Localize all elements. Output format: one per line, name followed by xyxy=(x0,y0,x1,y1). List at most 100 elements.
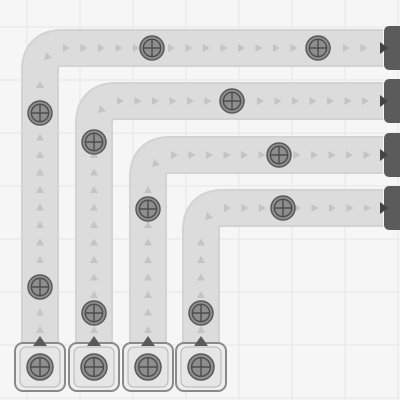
socket-item-icon xyxy=(80,353,108,381)
output-port[interactable] xyxy=(380,186,400,230)
output-port-icon xyxy=(384,186,400,230)
belt-arrow-right-icon xyxy=(171,151,178,159)
output-port-icon xyxy=(384,79,400,123)
input-socket[interactable] xyxy=(122,336,174,392)
belt-arrow-right-icon xyxy=(223,151,231,159)
belt-arrow-corner-icon xyxy=(44,52,52,60)
belt-arrow-up-icon xyxy=(197,256,205,263)
belt-arrow-right-icon xyxy=(346,151,353,159)
belt-arrow-right-icon xyxy=(290,44,298,52)
belt-arrow-up-icon xyxy=(36,186,44,193)
conveyor-belts xyxy=(21,29,383,352)
input-socket[interactable] xyxy=(14,336,66,392)
belt-arrow-right-icon xyxy=(259,204,266,212)
belt-arrow-up-icon xyxy=(90,221,98,228)
belt-arrow-right-icon xyxy=(168,44,175,52)
belt-arrow-right-icon xyxy=(224,204,231,212)
socket-arrow-up-icon xyxy=(87,336,101,346)
belt-arrow-right-icon xyxy=(311,204,319,212)
belt-arrow-right-icon xyxy=(185,44,193,52)
socket-item-icon xyxy=(26,353,54,381)
socket-item-icon xyxy=(187,353,215,381)
belt-4-surface xyxy=(184,191,383,352)
belt-arrow-up-icon xyxy=(36,151,44,158)
belt-arrow-right-icon xyxy=(241,151,248,159)
output-port-icon xyxy=(384,26,400,70)
belt-arrow-right-icon xyxy=(238,44,245,52)
belt-arrow-up-icon xyxy=(36,308,44,316)
belt-arrow-right-icon xyxy=(346,204,354,212)
belt-arrow-right-icon xyxy=(274,97,282,105)
belt-arrow-right-icon xyxy=(360,44,368,52)
belt-arrow-right-icon xyxy=(327,97,334,105)
belt-arrow-corner-icon xyxy=(205,212,213,220)
belt-arrow-right-icon xyxy=(294,204,301,212)
belt-arrow-right-icon xyxy=(273,44,280,52)
belt-arrow-right-icon xyxy=(329,204,336,212)
output-arrow-icon xyxy=(380,149,388,161)
belt-arrow-up-icon xyxy=(36,168,44,176)
socket-arrow-up-icon xyxy=(141,336,155,346)
belt-arrow-up-icon xyxy=(36,133,44,141)
belt-arrow-right-icon xyxy=(206,151,213,159)
belt-arrow-right-icon xyxy=(328,151,336,159)
belt-arrow-up-icon xyxy=(36,203,44,211)
output-port-icon xyxy=(384,133,400,177)
belt-arrow-up-icon xyxy=(144,308,152,316)
belt-item-icon xyxy=(266,142,292,168)
belt-arrow-right-icon xyxy=(187,97,194,105)
belt-4 xyxy=(182,189,383,352)
output-port[interactable] xyxy=(380,26,400,70)
belt-arrow-right-icon xyxy=(203,44,210,52)
belt-item-icon xyxy=(81,129,107,155)
belt-item-icon xyxy=(135,196,161,222)
belt-arrow-right-icon xyxy=(293,151,301,159)
belt-arrow-right-icon xyxy=(188,151,196,159)
belt-arrow-up-icon xyxy=(197,238,205,246)
belt-item-icon xyxy=(188,300,214,326)
input-socket[interactable] xyxy=(68,336,120,392)
belt-arrow-up-icon xyxy=(36,326,44,333)
output-arrow-icon xyxy=(380,42,388,54)
belt-2-surface xyxy=(77,84,383,352)
input-socket[interactable] xyxy=(175,336,227,392)
belt-arrow-up-icon xyxy=(144,256,152,263)
belt-arrow-right-icon xyxy=(344,97,352,105)
belt-arrow-up-icon xyxy=(197,326,205,333)
output-port[interactable] xyxy=(380,79,400,123)
output-arrow-icon xyxy=(380,202,388,214)
belt-arrow-up-icon xyxy=(197,273,205,281)
belt-arrow-up-icon xyxy=(90,238,98,246)
belt-3 xyxy=(129,136,383,352)
belt-arrow-up-icon xyxy=(144,186,152,193)
belt-arrow-up-icon xyxy=(90,326,98,333)
belt-arrow-right-icon xyxy=(134,97,142,105)
belt-arrow-right-icon xyxy=(258,151,266,159)
belt-item-icon xyxy=(27,274,53,300)
socket-arrow-up-icon xyxy=(194,336,208,346)
belt-arrow-right-icon xyxy=(257,97,264,105)
belt-arrow-right-icon xyxy=(311,151,318,159)
belt-arrow-right-icon xyxy=(169,97,177,105)
socket-item-icon xyxy=(134,353,162,381)
belt-arrow-corner-icon xyxy=(152,159,160,167)
belt-1 xyxy=(21,29,383,352)
belt-arrow-up-icon xyxy=(197,291,205,298)
belt-arrow-up-icon xyxy=(90,291,98,298)
belt-arrow-right-icon xyxy=(133,44,140,52)
belt-arrow-up-icon xyxy=(90,168,98,176)
belt-arrow-up-icon xyxy=(144,273,152,281)
belt-arrow-right-icon xyxy=(241,204,249,212)
belt-arrow-up-icon xyxy=(36,256,44,263)
belt-arrow-corner-icon xyxy=(98,105,106,113)
belt-item-icon xyxy=(81,300,107,326)
belt-arrow-right-icon xyxy=(63,44,70,52)
output-port[interactable] xyxy=(380,133,400,177)
belt-arrow-right-icon xyxy=(343,44,350,52)
belt-arrow-right-icon xyxy=(204,97,212,105)
belt-arrow-right-icon xyxy=(255,44,263,52)
belt-arrow-right-icon xyxy=(220,44,228,52)
belt-arrow-up-icon xyxy=(90,203,98,211)
belt-arrow-up-icon xyxy=(90,186,98,193)
